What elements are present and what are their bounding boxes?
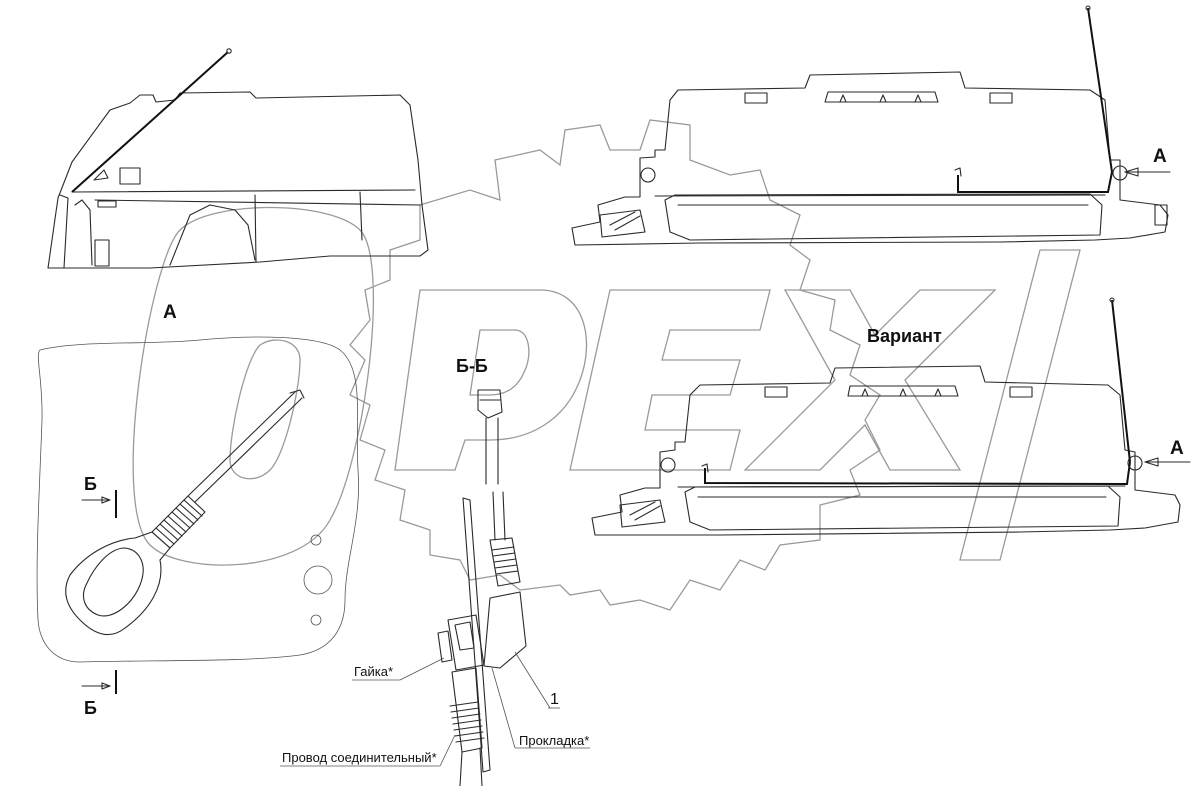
cab-side-view xyxy=(47,48,429,269)
cab-rear-view-top xyxy=(571,5,1171,246)
watermark-gear-outline xyxy=(349,119,881,611)
gasket-label: Прокладка* xyxy=(519,733,589,748)
view-a-label-top: А xyxy=(1153,146,1167,167)
watermark-slash xyxy=(959,249,1081,561)
section-mark-bottom: Б xyxy=(84,698,97,718)
watermark-letter-o-inner xyxy=(229,339,301,480)
watermark-letter-o xyxy=(132,206,374,566)
section-mark-top: Б xyxy=(84,474,97,494)
watermark-logo xyxy=(132,119,1081,611)
variant-label: Вариант xyxy=(867,326,942,346)
cab-rear-view-variant xyxy=(591,297,1191,536)
nut-label: Гайка* xyxy=(354,664,393,679)
callout-1: 1 xyxy=(550,691,559,708)
section-b-b-title: Б-Б xyxy=(456,356,488,376)
watermark-letter-x xyxy=(743,289,997,471)
view-a-detail xyxy=(36,336,359,694)
watermark-letter-p-inner xyxy=(469,329,530,396)
view-a-label-variant: А xyxy=(1170,438,1184,459)
wire-label: Провод соединительный* xyxy=(282,750,437,765)
view-a-title: А xyxy=(163,302,177,323)
watermark-letter-e xyxy=(569,289,771,471)
section-b-b xyxy=(280,389,590,786)
watermark-letter-p xyxy=(394,289,588,471)
